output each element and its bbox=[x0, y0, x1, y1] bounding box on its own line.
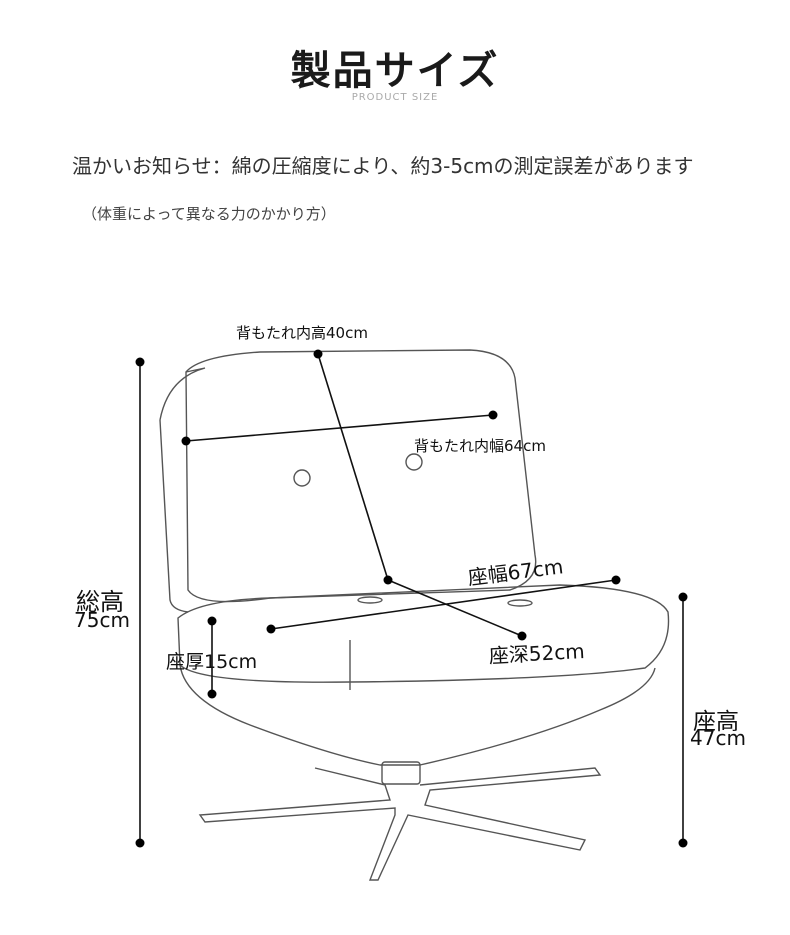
backrest-height-line bbox=[317, 353, 389, 581]
dimension-dots bbox=[135, 349, 688, 848]
measurement-note: （体重によって異なる力のかかり方） bbox=[82, 205, 336, 223]
total-height-value: 75cm bbox=[74, 608, 130, 632]
page-subtitle: PRODUCT SIZE bbox=[351, 92, 439, 103]
dimension-lines bbox=[139, 353, 684, 843]
seat-height-value: 47cm bbox=[690, 726, 746, 750]
backrest-width-label: 背もたれ内幅64cm bbox=[414, 437, 546, 455]
measurement-notice: 温かいお知らせ：綿の圧縮度により、約3-5cmの測定誤差があります bbox=[72, 154, 694, 178]
backrest-height-label: 背もたれ内高40cm bbox=[236, 324, 368, 342]
backrest-width-line bbox=[185, 414, 494, 442]
seat-depth-label: 座深52cm bbox=[488, 638, 586, 668]
total-height-label: 総高 bbox=[76, 588, 124, 616]
seat-width-line bbox=[270, 579, 617, 630]
seat-thickness-label: 座厚15cm bbox=[166, 651, 258, 673]
seat-depth-line bbox=[387, 579, 523, 637]
page-title: 製品サイズ bbox=[290, 48, 500, 94]
seat-height-label: 座高 bbox=[693, 709, 739, 735]
chair-outline bbox=[159, 349, 670, 881]
